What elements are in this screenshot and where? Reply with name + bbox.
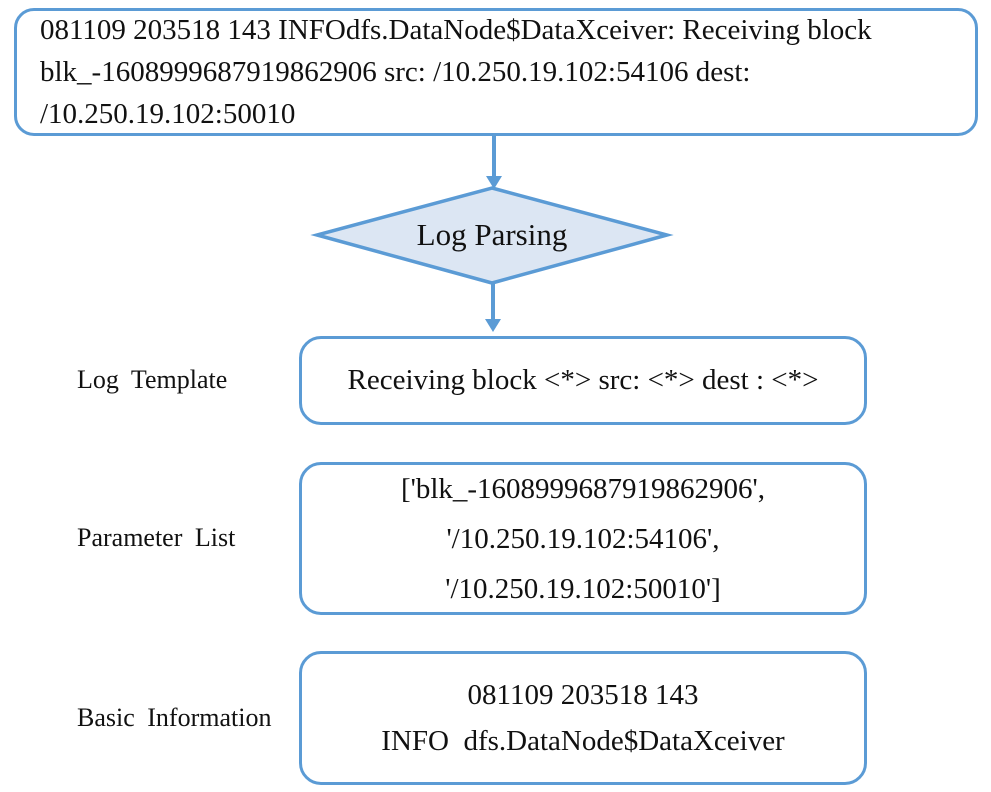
log-template-box: Receiving block <*> src: <*> dest : <*> [299, 336, 867, 425]
parameter-list-line: '/10.250.19.102:50010'] [445, 572, 721, 605]
log-template-label: Log Template [77, 365, 228, 394]
basic-information-box: 081109 203518 143 INFO dfs.DataNode$Data… [299, 651, 867, 785]
raw-log-line: blk_-1608999687919862906 src: /10.250.19… [40, 56, 751, 88]
parameter-list-box: ['blk_-1608999687919862906', '/10.250.19… [299, 462, 867, 615]
parameter-list-line: ['blk_-1608999687919862906', [400, 472, 766, 505]
basic-information-line: INFO dfs.DataNode$DataXceiver [381, 725, 785, 757]
log-parsing-label: Log Parsing [416, 217, 568, 252]
basic-information-label: Basic Information [77, 703, 272, 732]
raw-log-box: 081109 203518 143 INFOdfs.DataNode$DataX… [14, 8, 978, 136]
raw-log-line: 081109 203518 143 INFOdfs.DataNode$DataX… [40, 14, 872, 46]
log-template-line: Receiving block <*> src: <*> dest : <*> [347, 364, 819, 396]
basic-information-line: 081109 203518 143 [467, 679, 699, 711]
parameter-list-line: '/10.250.19.102:54106', [446, 522, 720, 555]
raw-log-line: /10.250.19.102:50010 [40, 98, 296, 130]
arrow-down-icon [485, 319, 501, 332]
parameter-list-label: Parameter List [77, 523, 236, 552]
